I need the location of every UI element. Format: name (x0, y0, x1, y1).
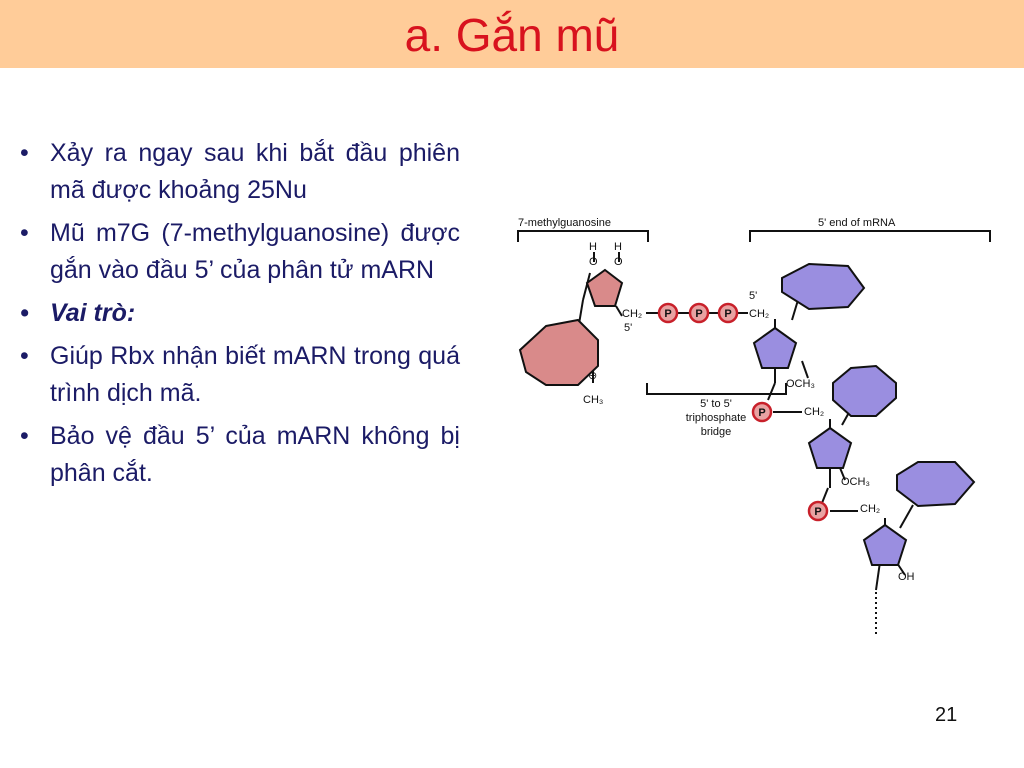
nucleotide-3-sugar (862, 523, 908, 566)
label-h: H (614, 241, 622, 253)
nucleotide-3-base (896, 461, 976, 508)
label-bridge-line2: triphosphate (686, 412, 747, 424)
bracket-five-end (749, 230, 991, 242)
label-o: O (589, 256, 598, 268)
cap-base-ring (518, 318, 599, 386)
phosphate-label: P (664, 308, 671, 320)
nucleotide-2-base (832, 364, 897, 417)
phosphate-label: P (695, 308, 702, 320)
bullet-item: Bảo vệ đầu 5’ của mARN không bị phân cắt… (18, 418, 460, 492)
title-bar: a. Gắn mũ (0, 0, 1024, 68)
phosphate-label: P (724, 308, 731, 320)
slide-number: 21 (935, 704, 958, 726)
label-five-end: 5' end of mRNA (818, 217, 896, 229)
label-oh: OH (898, 571, 915, 583)
label-ch2-nucleotide-3: CH₂ (860, 503, 880, 515)
label-ch2-nucleotide-1: CH₂ (749, 308, 769, 320)
bullet-item: Mũ m7G (7-methylguanosine) được gắn vào … (18, 215, 460, 289)
label-ch2-cap: CH₂ (622, 308, 642, 320)
bracket-bridge (646, 383, 787, 395)
label-bridge-line3: bridge (701, 426, 732, 438)
bullet-item: Giúp Rbx nhận biết mARN trong quá trình … (18, 338, 460, 412)
bullet-list: Xảy ra ngay sau khi bắt đầu phiên mã đượ… (18, 135, 460, 498)
mrna-cap-diagram: P P P P P 7-methylguanosine 5' end of mR… (517, 217, 991, 634)
label-ch3: CH₃ (583, 394, 603, 406)
nucleotide-1-base (781, 262, 866, 311)
bracket-methylguanosine (517, 230, 649, 242)
phosphate-group (657, 302, 829, 522)
label-five-prime-mrna: 5' (749, 290, 757, 302)
nucleotide-1-sugar (752, 326, 798, 369)
label-five-prime-cap: 5' (624, 322, 632, 334)
phosphate-label: P (758, 407, 765, 419)
label-ch2-nucleotide-2: CH₂ (804, 406, 824, 418)
label-plus-charge: ⊕ (588, 370, 597, 382)
cap-ribose-ring (585, 268, 624, 307)
bullet-item-role: Vai trò: (18, 295, 460, 332)
phosphate-label: P (814, 506, 821, 518)
bullet-item: Xảy ra ngay sau khi bắt đầu phiên mã đượ… (18, 135, 460, 209)
slide-title: a. Gắn mũ (404, 9, 620, 61)
label-o: O (614, 256, 623, 268)
label-och3-nucleotide-2: OCH₃ (841, 476, 870, 488)
nucleotide-2-sugar (807, 426, 853, 469)
label-och3-nucleotide-1: OCH₃ (786, 378, 815, 390)
label-methylguanosine: 7-methylguanosine (518, 217, 611, 229)
label-bridge-line1: 5' to 5' (700, 398, 732, 410)
label-h: H (589, 241, 597, 253)
